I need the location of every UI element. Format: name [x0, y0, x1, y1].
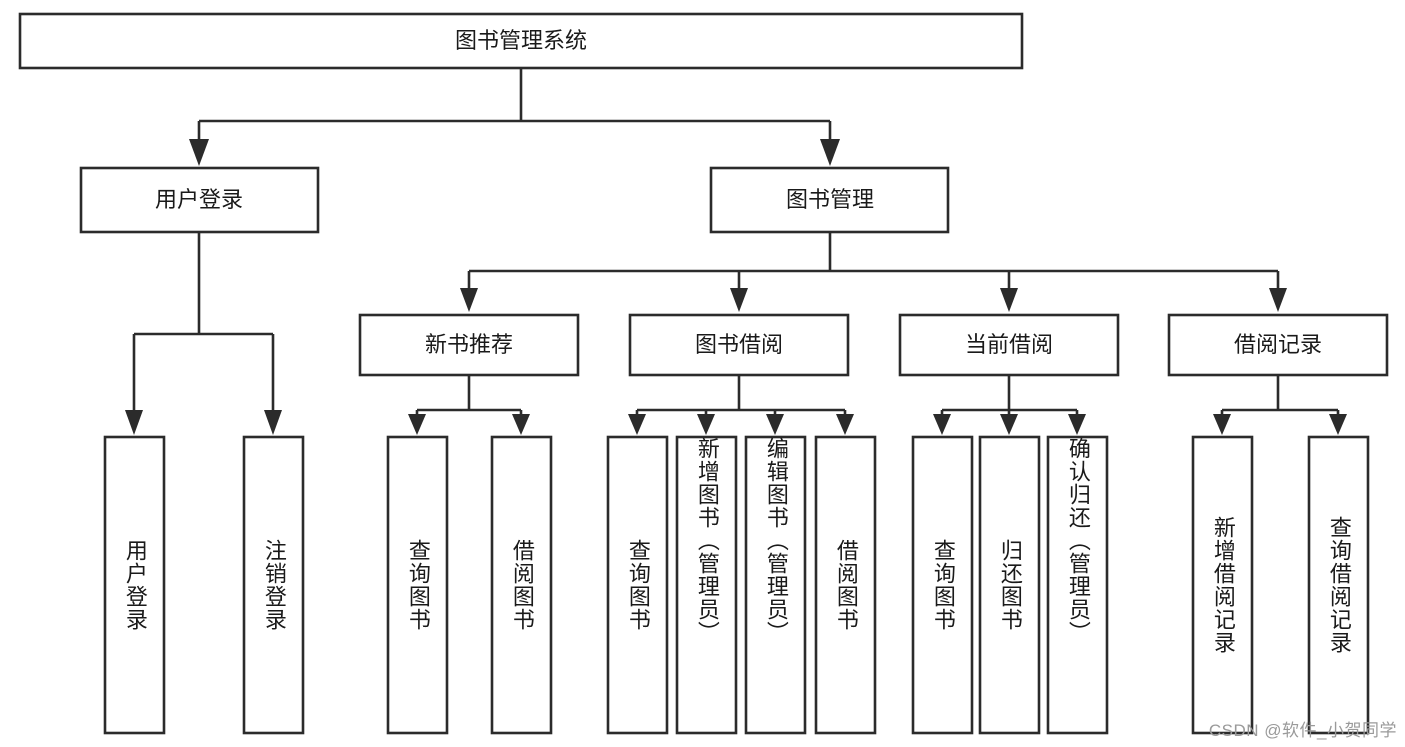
new-book-recommend-box-label: 新书推荐	[425, 332, 513, 357]
root-box-label: 图书管理系统	[455, 28, 587, 53]
leaf-box-logout[interactable]	[242, 435, 305, 735]
arrowhead-borrow-record-leaf-1	[1213, 414, 1231, 435]
node-book-borrow[interactable]: 图书借阅	[628, 313, 850, 377]
leaf-box-edit-book-admin[interactable]	[744, 435, 807, 735]
arrowhead-to-book-manage	[820, 139, 840, 166]
arrowhead-to-current-borrow	[1000, 288, 1018, 312]
arrowhead-new-book-leaf-1	[408, 414, 426, 435]
arrowhead-current-borrow-leaf-1	[933, 414, 951, 435]
leaf-box-user-login[interactable]	[103, 435, 166, 735]
book-manage-box-rect	[709, 166, 950, 234]
leaf-box-query-book-bb[interactable]	[606, 435, 669, 735]
leaf-box-borrow-book-bb[interactable]	[814, 435, 877, 735]
arrowhead-borrow-record-leaf-2	[1329, 414, 1347, 435]
arrowhead-book-borrow-leaf-2	[697, 414, 715, 435]
node-new-book-recommend[interactable]: 新书推荐	[358, 313, 580, 377]
leaf-box-query-book-nb[interactable]	[386, 435, 449, 735]
leaf-box-add-borrow-record[interactable]	[1191, 435, 1254, 735]
book-borrow-box-rect	[628, 313, 850, 377]
node-book-manage[interactable]: 图书管理	[709, 166, 950, 234]
leaf-box-add-book-admin[interactable]	[675, 435, 738, 735]
current-borrow-box-rect	[898, 313, 1120, 377]
arrowhead-book-borrow-leaf-3	[766, 414, 784, 435]
arrowhead-to-borrow-record	[1269, 288, 1287, 312]
book-borrow-box-label: 图书借阅	[695, 332, 783, 357]
borrow-record-box-label: 借阅记录	[1234, 332, 1322, 357]
arrowhead-user-login-leaf-2	[264, 410, 282, 435]
arrowhead-book-borrow-leaf-1	[628, 414, 646, 435]
borrow-record-box-rect	[1167, 313, 1389, 377]
arrowhead-to-book-borrow	[730, 288, 748, 312]
node-borrow-record[interactable]: 借阅记录	[1167, 313, 1389, 377]
leaf-box-query-book-cb[interactable]	[911, 435, 974, 735]
arrowhead-new-book-leaf-2	[512, 414, 530, 435]
csdn-watermark: CSDN @软件_小贺同学	[1208, 721, 1397, 740]
arrowhead-book-borrow-leaf-4	[836, 414, 854, 435]
node-user-login[interactable]: 用户登录	[79, 166, 320, 234]
current-borrow-box-label: 当前借阅	[965, 332, 1053, 357]
node-current-borrow[interactable]: 当前借阅	[898, 313, 1120, 377]
new-book-recommend-box-rect	[358, 313, 580, 377]
arrowhead-user-login-leaf-1	[125, 410, 143, 435]
node-root[interactable]: 图书管理系统	[18, 12, 1024, 70]
leaf-box-return-book[interactable]	[978, 435, 1041, 735]
arrowhead-to-user-login	[189, 139, 209, 166]
leaf-box-confirm-return-admin[interactable]	[1046, 435, 1109, 735]
leaf-box-borrow-book-nb[interactable]	[490, 435, 553, 735]
book-manage-box-label: 图书管理	[786, 187, 874, 212]
leaf-box-query-borrow-record[interactable]	[1307, 435, 1370, 735]
arrowhead-to-new-book	[460, 288, 478, 312]
arrowhead-current-borrow-leaf-3	[1068, 414, 1086, 435]
arrowhead-current-borrow-leaf-2	[1000, 414, 1018, 435]
root-box-rect	[18, 12, 1024, 70]
user-login-box-label: 用户登录	[155, 187, 243, 212]
